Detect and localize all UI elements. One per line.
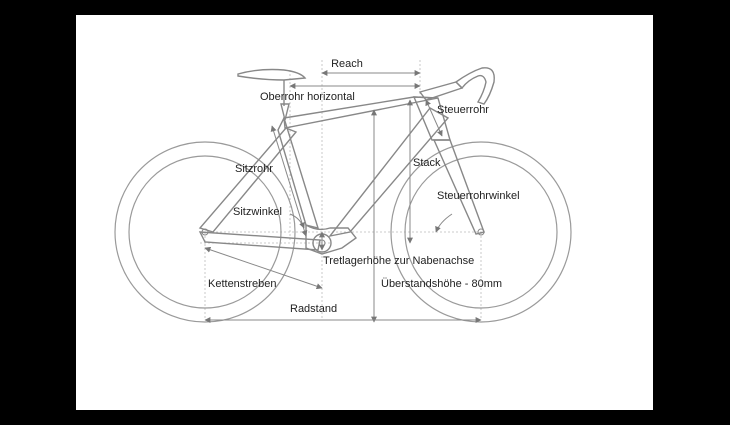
label-stack: Stack: [413, 157, 441, 169]
label-tretlager: Tretlagerhöhe zur Nabenachse: [323, 255, 474, 267]
kettenstreben-arrow: [204, 246, 323, 290]
steuerrohrwinkel-arc: [435, 213, 453, 233]
label-oberrohr: Oberrohr horizontal: [260, 91, 355, 103]
label-ueberstand: Überstandshöhe - 80mm: [381, 278, 502, 290]
label-kettenstreben: Kettenstreben: [208, 278, 277, 290]
sitzrohr-arrow: [270, 125, 308, 237]
dimension-lines: [204, 70, 482, 323]
diagram-panel: [76, 15, 653, 410]
sitzwinkel-arc: [289, 213, 305, 229]
labels: Reach Oberrohr horizontal Steuerrohr Sit…: [208, 58, 520, 315]
label-steuerrohrwinkel: Steuerrohrwinkel: [437, 190, 520, 202]
label-reach: Reach: [331, 58, 363, 70]
steuerrohr-arrow: [425, 99, 443, 137]
label-steuerrohr: Steuerrohr: [437, 104, 489, 116]
label-radstand: Radstand: [290, 303, 337, 315]
label-sitzrohr: Sitzrohr: [235, 163, 273, 175]
label-sitzwinkel: Sitzwinkel: [233, 206, 282, 218]
